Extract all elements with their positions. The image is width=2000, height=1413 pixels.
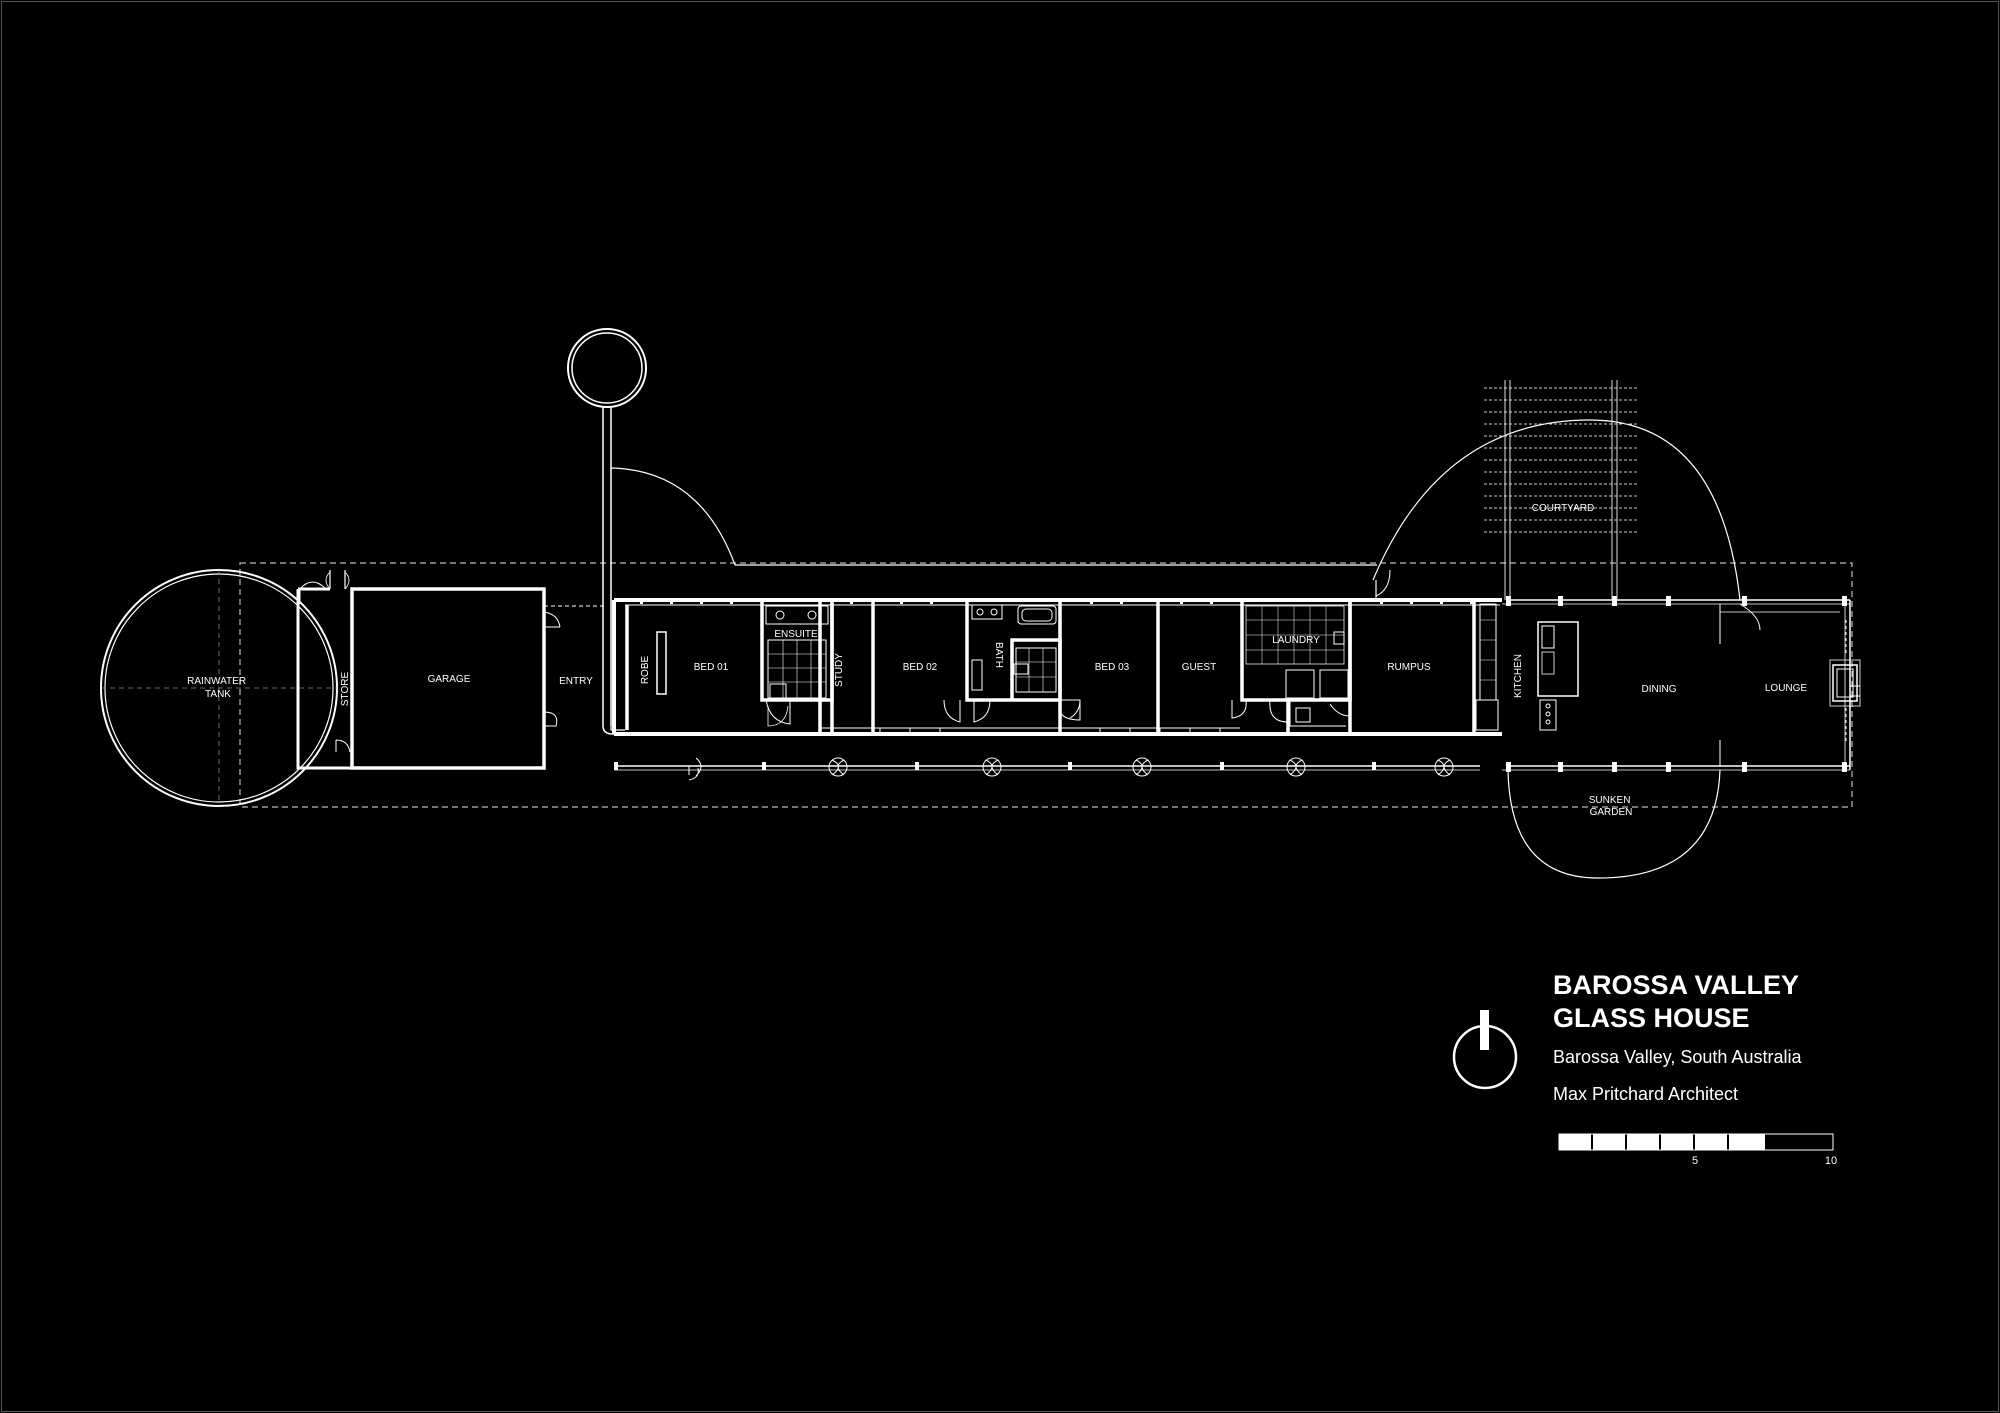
rumpus-label: RUMPUS (1387, 662, 1431, 673)
rainwater-tank-label-line1: RAINWATER (187, 676, 246, 687)
ensuite-label: ENSUITE (774, 629, 818, 640)
veranda-doors (688, 757, 1454, 781)
study-label: STUDY (834, 653, 845, 687)
sunken-garden-label: SUNKEN GARDEN (1589, 795, 1633, 818)
entry-label: ENTRY (559, 676, 593, 687)
entry-lamp-circle (567, 328, 647, 735)
title-line-1: BAROSSA VALLEY (1553, 970, 1799, 1000)
rainwater-tank: RAINWATER TANK (100, 569, 338, 807)
architect-text: Max Pritchard Architect (1553, 1084, 1738, 1104)
robe-label: ROBE (640, 656, 651, 685)
bath-fixtures (971, 604, 1057, 693)
guest-label: GUEST (1182, 662, 1216, 673)
scale-bar: 1:250 @ A4 (1558, 1133, 1834, 1151)
dining-label: DINING (1642, 684, 1677, 695)
lounge-label: LOUNGE (1765, 683, 1808, 694)
courtyard (1372, 380, 1741, 601)
bed01-label: BED 01 (694, 662, 729, 673)
ensuite-fixtures (765, 605, 829, 699)
veranda-columns (614, 762, 1376, 770)
bedroom-wing (612, 598, 1502, 771)
laundry-fixtures (1245, 605, 1349, 727)
sunken-garden-label-line2: GARDEN (1590, 807, 1633, 818)
title-line-2: GLASS HOUSE (1553, 1003, 1750, 1033)
kitchen-label: KITCHEN (1513, 654, 1524, 698)
partitions (625, 600, 1352, 734)
rainwater-tank-label: RAINWATER TANK (187, 676, 249, 700)
garden-arc (610, 467, 736, 566)
living-pavilion (1472, 599, 1861, 771)
sunken-garden-label-line1: SUNKEN (1589, 795, 1631, 806)
laundry-label: LAUNDRY (1272, 635, 1320, 646)
location-text: Barossa Valley, South Australia (1553, 1047, 1802, 1067)
south-joinery (820, 727, 1240, 734)
scale-tick-10: 10 (1825, 1155, 1837, 1167)
door-swings (765, 699, 1351, 727)
north-arrow-icon (1452, 1010, 1518, 1090)
store-label: STORE (340, 672, 351, 707)
garage-label: GARAGE (428, 674, 471, 685)
scale-label: 1:250 @ A4 (1768, 1137, 1826, 1149)
robe-rail (656, 631, 667, 695)
site-boundary (239, 562, 1853, 808)
pavilion-columns (1506, 596, 1847, 772)
courtyard-label: COURTYARD (1532, 503, 1594, 514)
sunken-garden (1507, 769, 1721, 879)
scale-tick-5: 5 (1692, 1155, 1698, 1167)
north-mullions (640, 598, 1473, 604)
rainwater-tank-label-line2: TANK (205, 689, 231, 700)
bath-label: BATH (993, 642, 1004, 668)
entry-zone (542, 589, 604, 768)
bed02-label: BED 02 (903, 662, 938, 673)
bed03-label: BED 03 (1095, 662, 1130, 673)
